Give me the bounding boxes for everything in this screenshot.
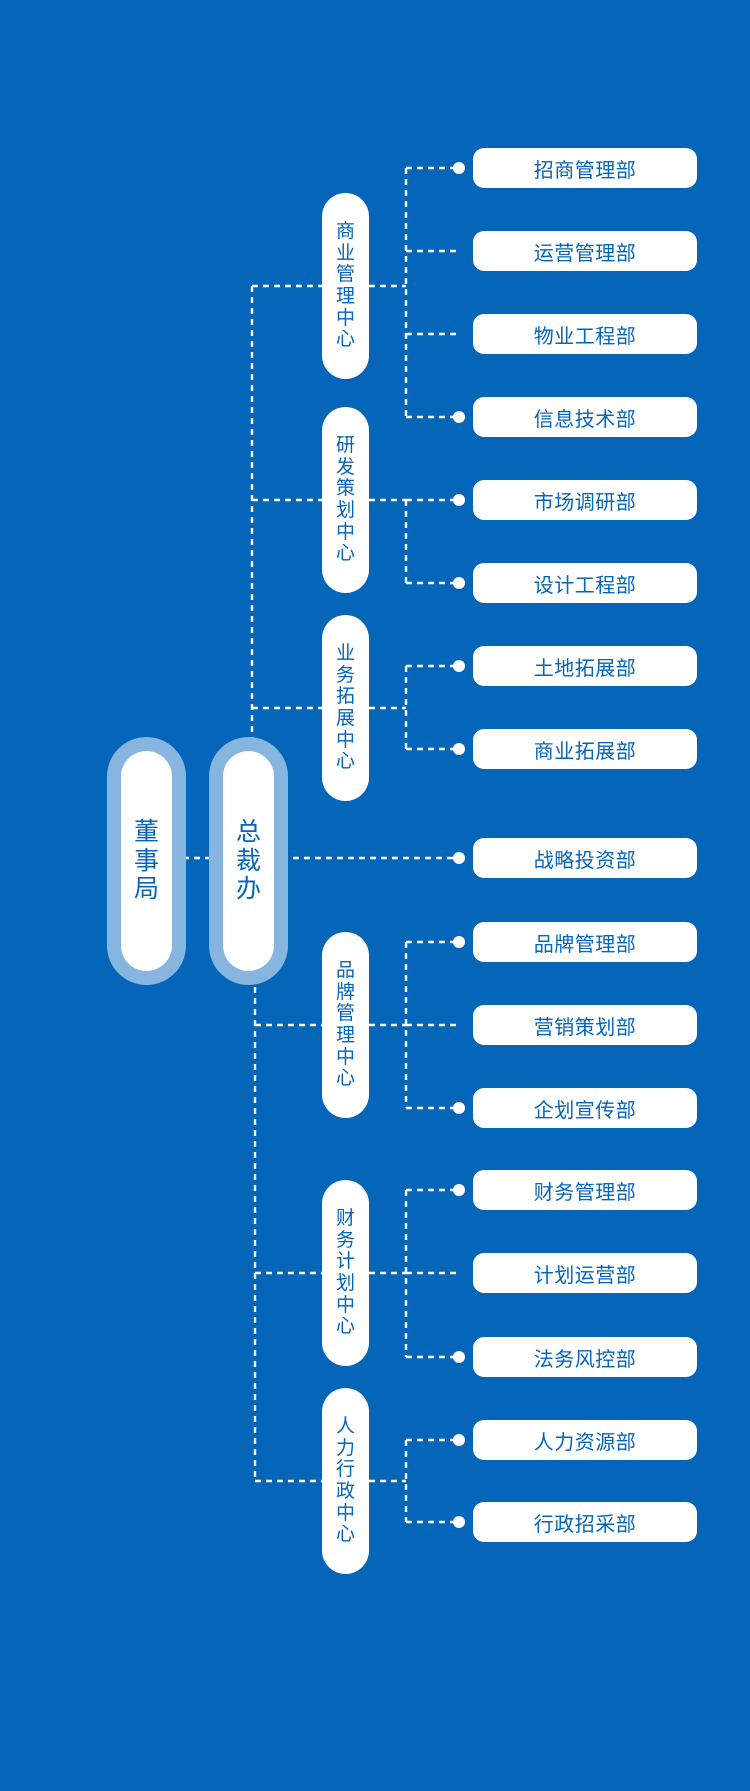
department-box: 物业工程部 (473, 314, 697, 354)
center-business-expansion: 业务拓展中心 (322, 615, 369, 801)
department-box: 法务风控部 (473, 1337, 697, 1377)
department-box: 市场调研部 (473, 480, 697, 520)
department-box: 行政招采部 (473, 1502, 697, 1542)
department-box: 招商管理部 (473, 148, 697, 188)
center-label: 研发策划中心 (336, 434, 356, 565)
department-box: 财务管理部 (473, 1170, 697, 1210)
department-box: 信息技术部 (473, 397, 697, 437)
center-rd-planning: 研发策划中心 (322, 407, 369, 593)
department-box: 营销策划部 (473, 1005, 697, 1045)
center-commercial-management: 商业管理中心 (322, 193, 369, 379)
department-box: 土地拓展部 (473, 646, 697, 686)
president-office-label: 总裁办 (236, 816, 262, 904)
department-box: 设计工程部 (473, 563, 697, 603)
board-node: 董事局 (107, 737, 186, 985)
department-box: 品牌管理部 (473, 922, 697, 962)
center-label: 人力行政中心 (336, 1415, 356, 1546)
center-label: 业务拓展中心 (336, 642, 356, 773)
department-box: 商业拓展部 (473, 729, 697, 769)
department-box: 企划宣传部 (473, 1088, 697, 1128)
center-label: 财务计划中心 (336, 1207, 356, 1338)
board-label: 董事局 (134, 816, 160, 904)
center-label: 商业管理中心 (336, 220, 356, 351)
center-hr-admin: 人力行政中心 (322, 1388, 369, 1574)
department-box: 运营管理部 (473, 231, 697, 271)
president-office-node: 总裁办 (209, 737, 288, 985)
department-box: 人力资源部 (473, 1420, 697, 1460)
center-brand-management: 品牌管理中心 (322, 932, 369, 1118)
center-label: 品牌管理中心 (336, 959, 356, 1090)
department-box-strategic: 战略投资部 (473, 838, 697, 878)
department-box: 计划运营部 (473, 1253, 697, 1293)
center-finance-planning: 财务计划中心 (322, 1180, 369, 1366)
